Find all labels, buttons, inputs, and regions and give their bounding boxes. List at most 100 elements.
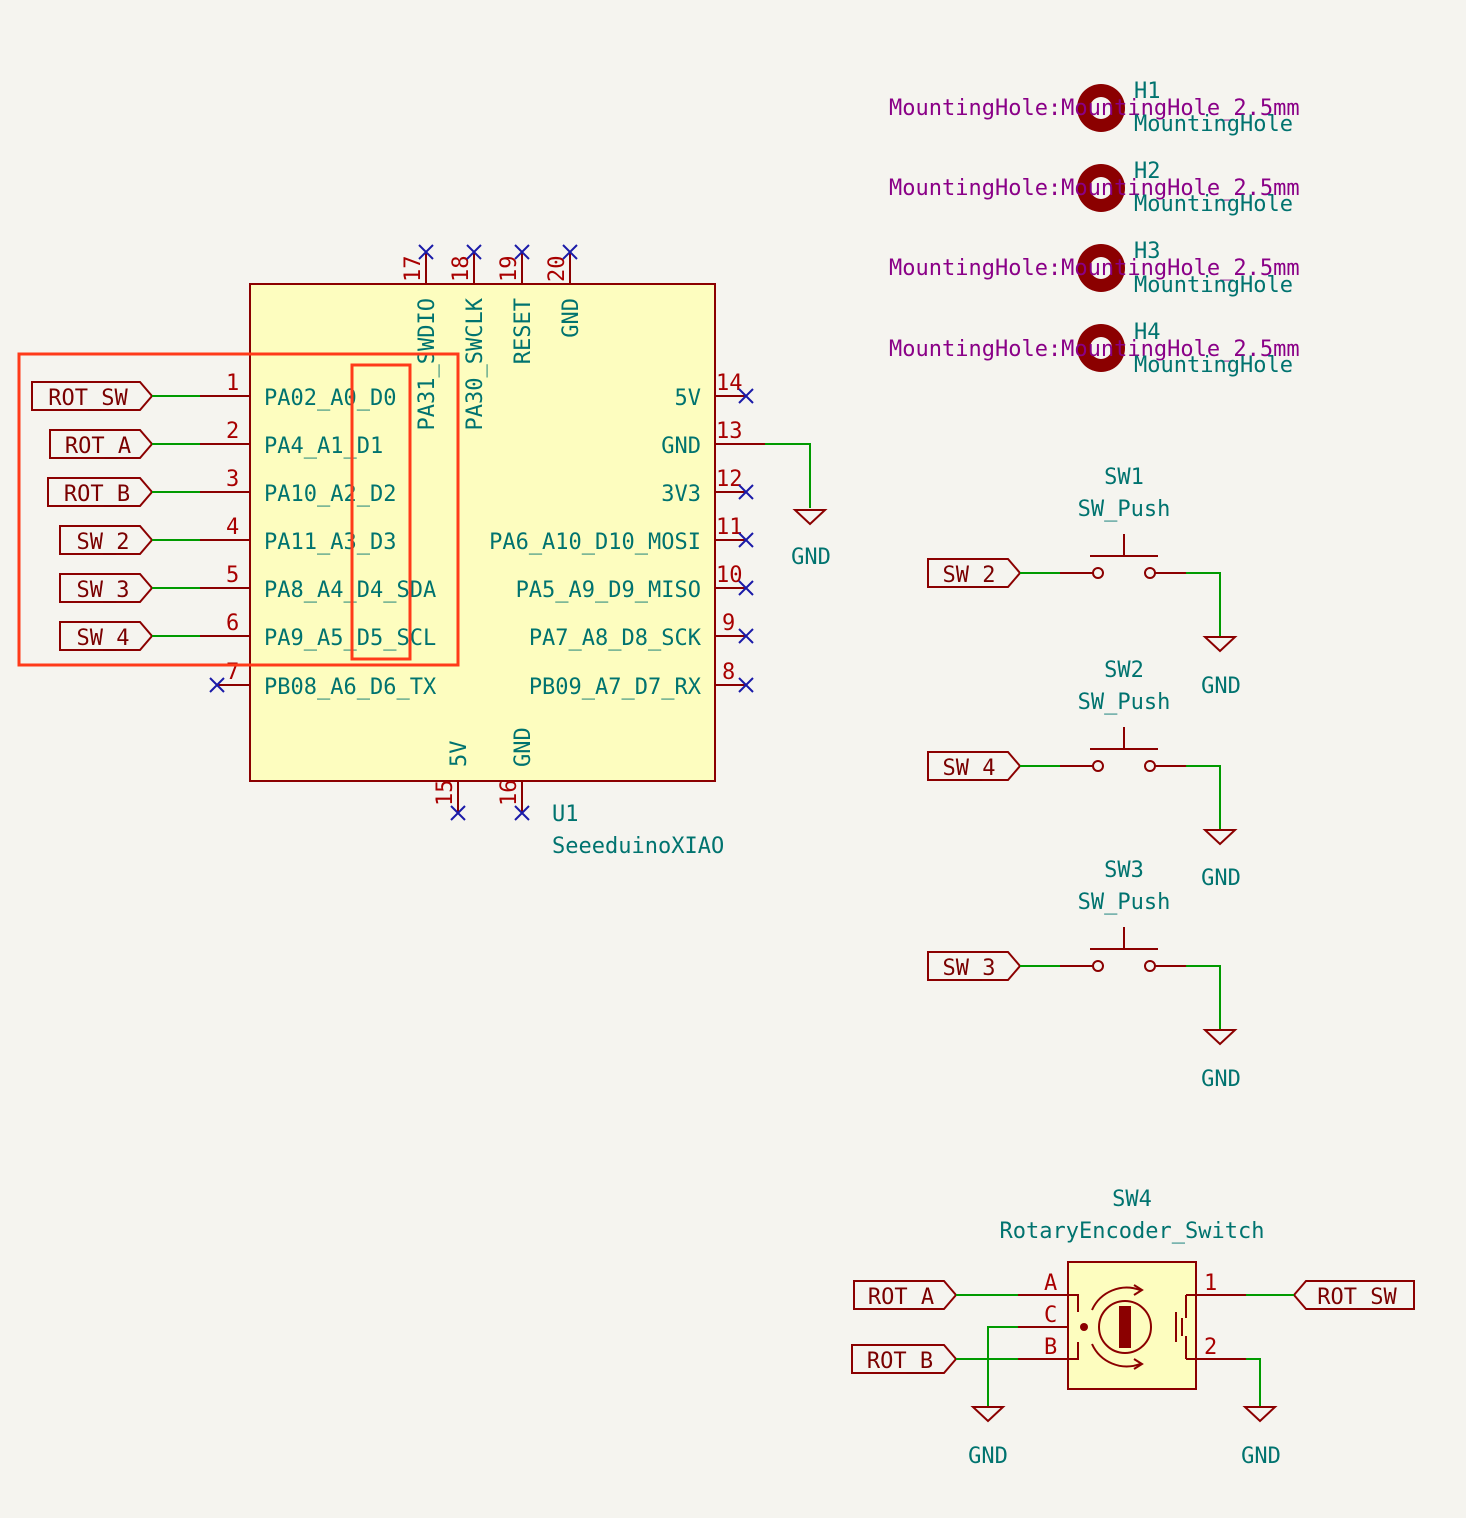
rotary-encoder-sw4[interactable]: SW4 RotaryEncoder_Switch A C B 1 2 <box>1000 1187 1265 1390</box>
pin-name: PA02_A0_D0 <box>264 386 396 411</box>
pin-name: PA30_SWCLK <box>463 297 488 430</box>
label-rot-sw-encoder[interactable]: ROT_SW <box>1292 1280 1415 1310</box>
pin-number: 11 <box>716 515 743 540</box>
hole-reference: H4 <box>1134 320 1161 345</box>
pin-number: 18 <box>449 256 474 283</box>
no-connect-markers <box>209 244 754 821</box>
label-text: SW_2 <box>77 530 130 555</box>
highlight-outer-box <box>17 352 460 667</box>
gnd-label: GND <box>1201 866 1241 891</box>
label-sw3-switch[interactable]: SW_3 <box>927 951 1022 981</box>
pin-name: RESET <box>511 298 536 364</box>
pin-name: PA5_A9_D9_MISO <box>516 578 701 603</box>
u1-right-pin-14: 14 5V <box>675 371 746 411</box>
footprint-label: MountingHole:MountingHole_2.5mm <box>889 337 1300 362</box>
footprint-label: MountingHole:MountingHole_2.5mm <box>889 176 1300 201</box>
gnd-symbol-u1: GND <box>791 509 831 570</box>
switch-value: SW_Push <box>1078 497 1171 522</box>
u1-right-pin-8: 8 PB09_A7_D7_RX <box>529 660 746 700</box>
pin-number: 12 <box>716 467 743 492</box>
pin-name: GND <box>559 298 584 338</box>
pin-number: 9 <box>722 611 735 636</box>
hole-reference: H3 <box>1134 239 1161 264</box>
label-text: SW_3 <box>77 578 130 603</box>
switch-reference: SW3 <box>1104 858 1144 883</box>
u1-left-pin-7: 7 PB08_A6_D6_TX <box>217 660 437 700</box>
gnd-symbol-sw1: GND <box>1201 636 1241 699</box>
u1-body[interactable] <box>249 283 716 782</box>
u1-left-pin-2: 2 PA4_A1_D1 <box>200 419 383 459</box>
pin-label-c: C <box>1044 1303 1057 1328</box>
gnd-label: GND <box>1241 1444 1281 1469</box>
u1-left-pin-4: 4 PA11_A3_D3 <box>200 515 396 555</box>
label-sw3-left[interactable]: SW_3 <box>59 573 154 603</box>
u1-right-pin-9: 9 PA7_A8_D8_SCK <box>529 611 746 651</box>
pin-number: 4 <box>226 515 239 540</box>
switch-value: SW_Push <box>1078 890 1171 915</box>
encoder-value: RotaryEncoder_Switch <box>1000 1219 1265 1244</box>
label-rot-a-encoder[interactable]: ROT_A <box>853 1280 958 1310</box>
label-text: ROT_SW <box>48 386 128 411</box>
pin-name: GND <box>661 434 701 459</box>
pin-name: PB09_A7_D7_RX <box>529 675 702 700</box>
mounting-hole-h1[interactable]: MountingHole:MountingHole_2.5mm H1 Mount… <box>889 79 1300 137</box>
pin-name: PA8_A4_D4_SDA <box>264 578 436 603</box>
label-text: ROT_A <box>65 434 131 459</box>
label-text: SW_4 <box>77 626 130 651</box>
u1-right-pin-13: 13 GND <box>661 419 765 459</box>
gnd-label: GND <box>968 1444 1008 1469</box>
gnd-label: GND <box>1201 1067 1241 1092</box>
gnd-symbol-sw3: GND <box>1201 1029 1241 1092</box>
switch-sw3[interactable]: SW3 SW_Push <box>1060 858 1186 972</box>
u1-bottom-pin-15: 15 5V <box>433 741 472 813</box>
label-sw2-switch[interactable]: SW_2 <box>927 558 1022 588</box>
pin-number: 20 <box>545 256 570 283</box>
u1-top-pin-20: 20 GND <box>545 252 584 338</box>
label-rot-sw-left[interactable]: ROT_SW <box>31 381 154 411</box>
pin-number: 14 <box>716 371 743 396</box>
pin-name: PA6_A10_D10_MOSI <box>489 530 701 555</box>
gnd-symbol-encoder-c: GND <box>968 1406 1008 1469</box>
mounting-hole-h2[interactable]: MountingHole:MountingHole_2.5mm H2 Mount… <box>889 159 1300 217</box>
u1-top-pin-18: 18 PA30_SWCLK <box>449 252 488 430</box>
switch-reference: SW1 <box>1104 465 1144 490</box>
label-sw4-left[interactable]: SW_4 <box>59 621 154 651</box>
pin-number: 5 <box>226 563 239 588</box>
label-text: SW_4 <box>943 756 996 781</box>
pin-label-2: 2 <box>1204 1335 1217 1360</box>
pin-name: PA10_A2_D2 <box>264 482 396 507</box>
pin-name: 3V3 <box>661 482 701 507</box>
pin-number: 19 <box>497 256 522 283</box>
label-rot-a-left[interactable]: ROT_A <box>49 429 154 459</box>
hole-value: MountingHole <box>1134 353 1293 378</box>
label-sw4-switch[interactable]: SW_4 <box>927 751 1022 781</box>
pin-number: 16 <box>497 780 522 807</box>
pin-name: PB08_A6_D6_TX <box>264 675 437 700</box>
switch-reference: SW2 <box>1104 658 1144 683</box>
u1-left-pin-1: 1 PA02_A0_D0 <box>200 371 396 411</box>
u1-reference: U1 <box>552 802 579 827</box>
mounting-hole-h4[interactable]: MountingHole:MountingHole_2.5mm H4 Mount… <box>889 320 1300 378</box>
label-text: ROT_B <box>867 1349 933 1374</box>
gnd-symbol-encoder-2: GND <box>1241 1406 1281 1469</box>
gnd-label: GND <box>791 545 831 570</box>
label-rot-b-encoder[interactable]: ROT_B <box>851 1344 958 1374</box>
pin-number: 2 <box>226 419 239 444</box>
highlight-inner-box <box>350 363 412 661</box>
mounting-hole-h3[interactable]: MountingHole:MountingHole_2.5mm H3 Mount… <box>889 239 1300 298</box>
label-text: SW_2 <box>943 563 996 588</box>
footprint-label: MountingHole:MountingHole_2.5mm <box>889 96 1300 121</box>
label-rot-b-left[interactable]: ROT_B <box>47 477 154 507</box>
switch-sw2[interactable]: SW2 SW_Push <box>1060 658 1186 772</box>
gnd-label: GND <box>1201 674 1241 699</box>
hole-value: MountingHole <box>1134 192 1293 217</box>
pin-name: 5V <box>675 386 702 411</box>
pin-name: GND <box>511 727 536 767</box>
switch-sw1[interactable]: SW1 SW_Push <box>1060 465 1186 579</box>
u1-top-pin-19: 19 RESET <box>497 252 536 364</box>
label-text: SW_3 <box>943 956 996 981</box>
pin-name: PA11_A3_D3 <box>264 530 396 555</box>
label-sw2-left[interactable]: SW_2 <box>59 525 154 555</box>
label-text: ROT_A <box>868 1285 934 1310</box>
